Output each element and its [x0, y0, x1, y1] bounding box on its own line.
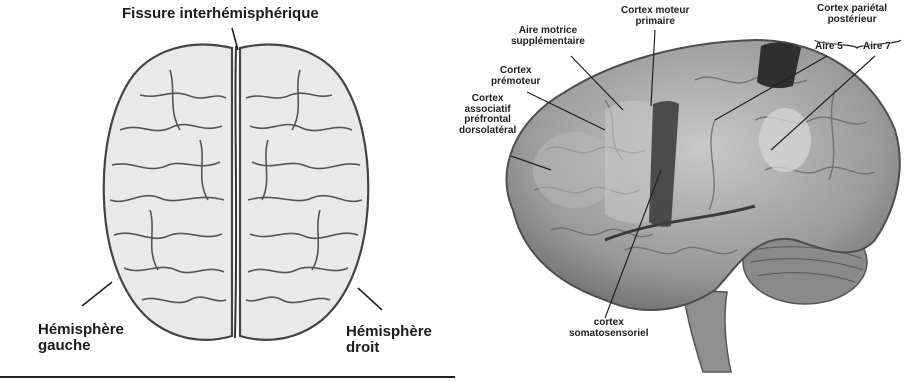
- area5-label: Aire 5: [815, 42, 843, 53]
- supplementary-motor-label: Aire motrice supplémentaire: [511, 26, 585, 47]
- brain-lateral-view-photo: [455, 0, 904, 382]
- area7-region: [759, 108, 811, 172]
- dlpfc-label: Cortex associatif préfrontal dorsolatéra…: [459, 94, 516, 136]
- posterior-parietal-label: Cortex pariétal postérieur: [817, 4, 887, 25]
- right-panel-lateral-view: Aire motrice supplémentaire Cortex moteu…: [455, 0, 904, 382]
- left-panel-top-view: Fissure interhémisphérique Hémisphère ga…: [0, 0, 455, 382]
- somatosensory-label: cortex somatosensoriel: [569, 318, 648, 339]
- dlpfc-region: [533, 132, 617, 208]
- area7-label: Aire 7: [863, 42, 891, 53]
- fissure-label: Fissure interhémisphérique: [122, 6, 319, 22]
- premotor-region: [605, 101, 653, 223]
- interhemispheric-fissure: [235, 46, 236, 338]
- primary-motor-label: Cortex moteur primaire: [621, 6, 689, 27]
- left-hemisphere-label: Hémisphère gauche: [38, 322, 124, 354]
- right-hemisphere-label: Hémisphère droit: [346, 324, 432, 356]
- bottom-divider: [0, 376, 455, 378]
- premotor-label: Cortex prémoteur: [491, 66, 540, 87]
- right-hemisphere-shape: [240, 45, 368, 340]
- left-hemisphere-shape: [104, 45, 232, 340]
